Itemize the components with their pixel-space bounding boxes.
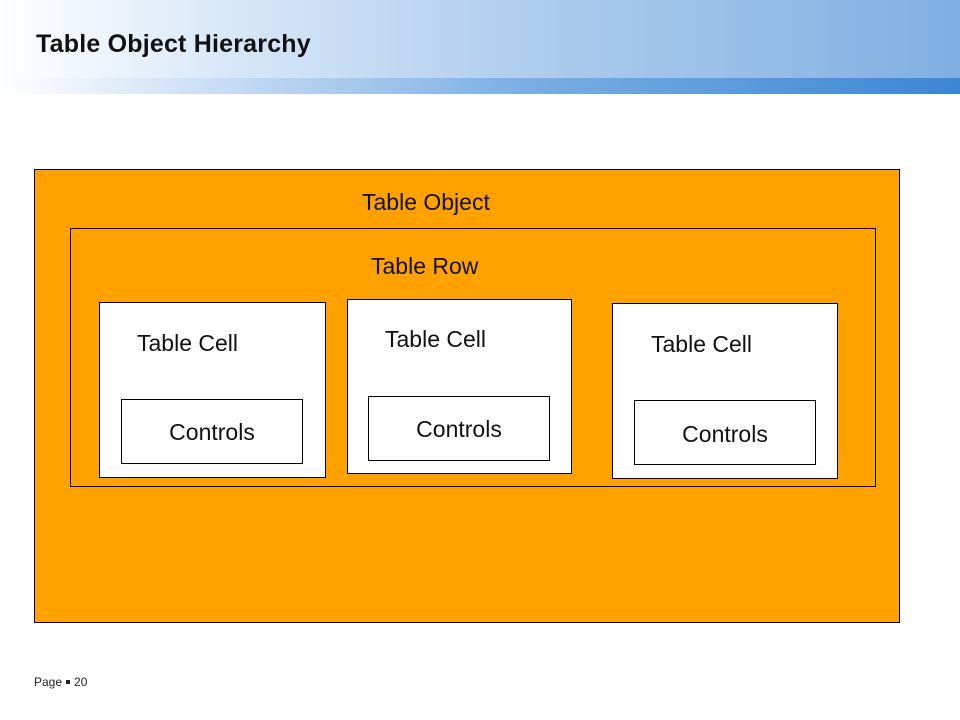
page-footer: Page 20 <box>34 676 87 688</box>
bullet-separator-icon <box>66 679 71 684</box>
page-number: 20 <box>74 675 88 689</box>
controls-label-2: Controls <box>416 416 502 442</box>
table-row-label: Table Row <box>371 253 479 279</box>
controls-box-3: Controls <box>634 400 816 465</box>
table-object-label: Table Object <box>362 189 490 215</box>
controls-box-2: Controls <box>368 396 550 461</box>
page-label: Page <box>34 675 63 689</box>
table-cell-label-3: Table Cell <box>651 331 752 357</box>
controls-label-3: Controls <box>682 421 768 447</box>
slide-title: Table Object Hierarchy <box>36 30 311 58</box>
controls-label-1: Controls <box>169 419 255 445</box>
table-cell-label-2: Table Cell <box>385 326 486 352</box>
header-band <box>0 0 960 78</box>
header-stripe <box>0 78 960 94</box>
controls-box-1: Controls <box>121 399 303 464</box>
table-cell-label-1: Table Cell <box>137 330 238 356</box>
